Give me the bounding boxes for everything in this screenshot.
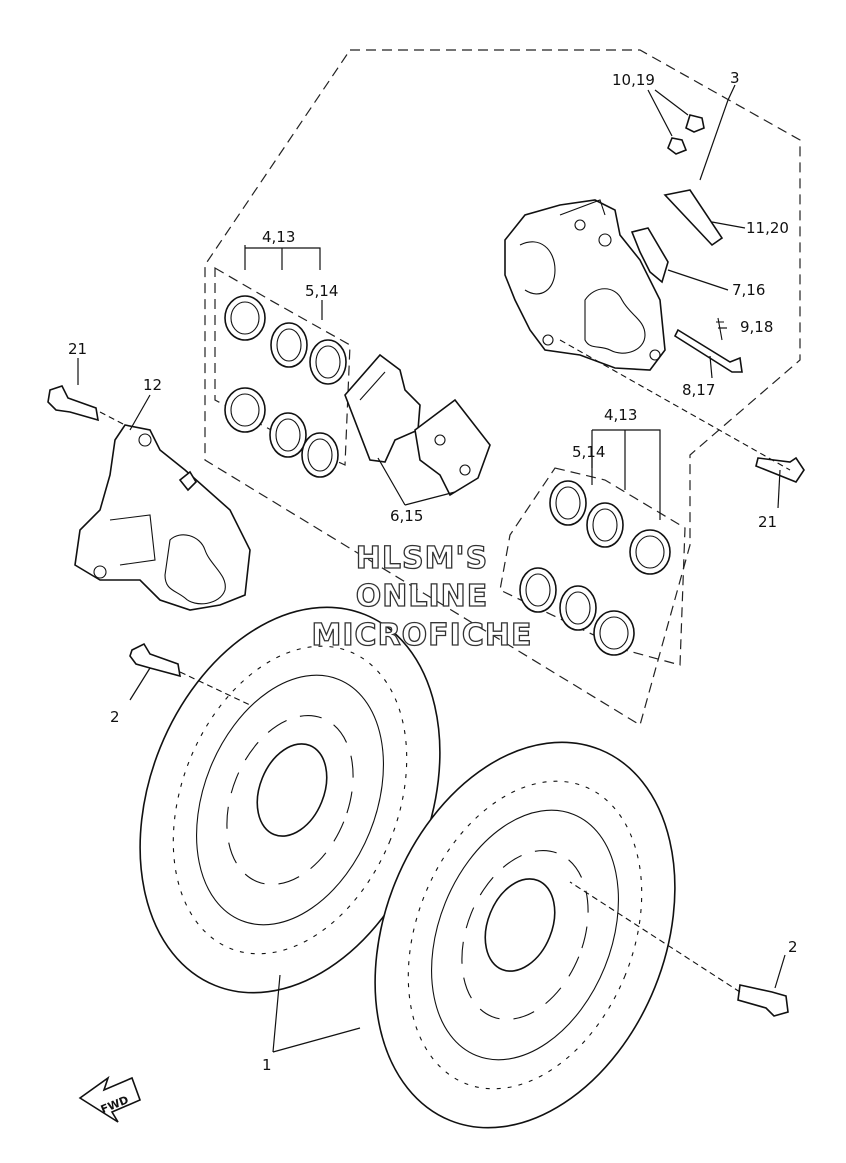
label-21-right: 21 [758, 513, 777, 531]
label-4-13-left: 4,13 [262, 228, 295, 246]
watermark-line2: ONLINE [356, 579, 489, 614]
disc-bolt-right [737, 984, 789, 1017]
brake-pads [344, 353, 491, 497]
watermark-line1: HLSM'S [356, 541, 488, 576]
leader-lines [77, 84, 791, 1053]
label-5-14-right: 5,14 [572, 443, 605, 461]
label-12: 12 [143, 376, 162, 394]
right-pad-group-outline [499, 467, 686, 666]
caliper-bolt-left [47, 385, 99, 422]
watermark: HLSM'S ONLINE MICROFICHE [311, 540, 533, 653]
label-8-17: 8,17 [682, 381, 715, 399]
label-11-20: 11,20 [746, 219, 789, 237]
left-pistons-seals [224, 295, 347, 478]
left-pad-group-outline [214, 266, 351, 466]
pin-clip [716, 317, 724, 341]
watermark-line3: MICROFICHE [312, 618, 533, 653]
label-9-18: 9,18 [740, 318, 773, 336]
bleed-screw [667, 114, 705, 155]
pad-support-plate [663, 189, 724, 247]
label-21-left: 21 [68, 340, 87, 358]
right-pistons-seals [519, 480, 671, 656]
label-10-19: 10,19 [612, 71, 655, 89]
disc-bolt-left [129, 642, 181, 678]
label-7-16: 7,16 [732, 281, 765, 299]
label-2-left: 2 [110, 708, 120, 726]
label-1: 1 [262, 1056, 272, 1074]
label-2-right: 2 [788, 938, 798, 956]
brake-disc-right [374, 741, 676, 1129]
forward-arrow-icon: FWD [78, 1075, 142, 1123]
label-3: 3 [730, 69, 740, 87]
left-caliper [74, 424, 251, 611]
pad-pin [673, 328, 743, 373]
label-4-13-right: 4,13 [604, 406, 637, 424]
assembly-outline [204, 49, 801, 726]
label-5-14-left: 5,14 [305, 282, 338, 300]
label-6-15: 6,15 [390, 507, 423, 525]
right-caliper [504, 199, 666, 371]
pad-spring [630, 227, 669, 284]
